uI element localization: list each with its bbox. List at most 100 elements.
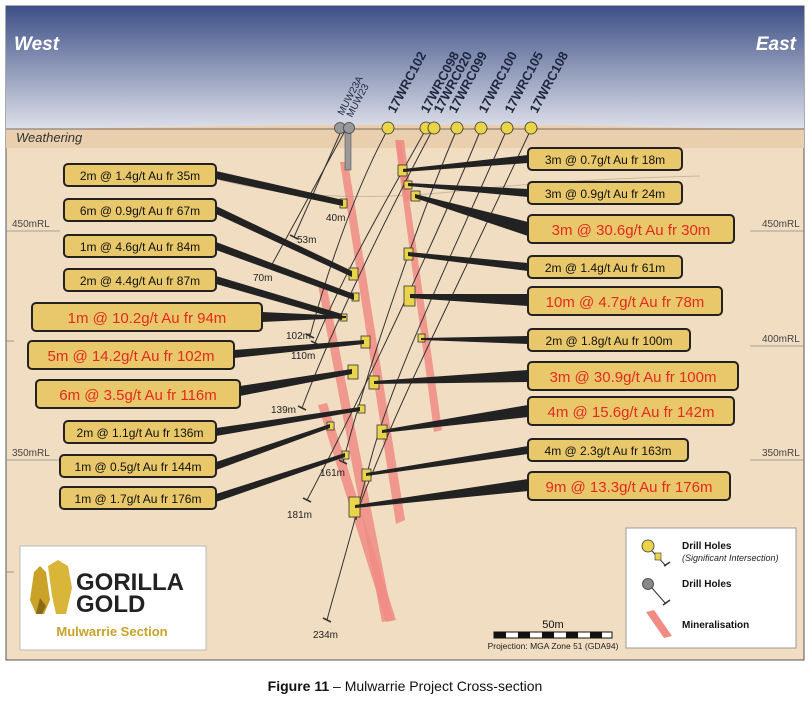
callout-box (527, 214, 735, 244)
collar-17wrc102 (381, 121, 395, 135)
east-label: East (756, 34, 797, 55)
leader-line (408, 183, 528, 197)
leader-line (408, 252, 528, 271)
callout-box (527, 328, 691, 352)
callout-right-8: 4m @ 15.6g/t Au fr 142m (527, 396, 735, 426)
leader-line (415, 194, 528, 236)
legend: Drill Holes (Significant Intersection) D… (625, 527, 797, 649)
leader-line (382, 405, 528, 433)
depth-label-40m: 40m (326, 213, 345, 224)
callout-box (63, 268, 217, 292)
callout-left-2: 6m @ 0.9g/t Au fr 67m (63, 198, 217, 222)
leader-line (216, 453, 345, 502)
legend-box (625, 527, 797, 649)
callout-box (63, 198, 217, 222)
figure-number: Figure 11 (267, 678, 330, 694)
leader-line (216, 242, 354, 300)
intercept-label: 3m @ 30.9g/t Au fr 100m (550, 369, 717, 386)
intercept-label: 10m @ 4.7g/t Au fr 78m (546, 294, 705, 311)
intercept-label: 9m @ 13.3g/t Au fr 176m (546, 479, 713, 496)
mineralisation-zone (395, 140, 442, 432)
legend-collar-grey-icon (642, 578, 654, 590)
callout-right-5: 10m @ 4.7g/t Au fr 78m (527, 286, 723, 316)
callout-left-4: 2m @ 4.4g/t Au fr 87m (63, 268, 217, 292)
legend-drill-holes-sig: Drill Holes (682, 541, 732, 552)
logo-line-2: GOLD (76, 591, 145, 618)
legend-mineralisation: Mineralisation (682, 620, 749, 631)
intercept-label: 1m @ 4.6g/t Au fr 84m (80, 240, 200, 254)
drill-trace-muw23a (293, 128, 343, 238)
intercept-label: 6m @ 0.9g/t Au fr 67m (80, 204, 200, 218)
leader-line (410, 294, 528, 306)
callout-box (527, 181, 683, 205)
intercept-label: 2m @ 1.1g/t Au fr 136m (77, 426, 204, 440)
callout-box (35, 379, 241, 409)
callout-left-9: 1m @ 0.5g/t Au fr 144m (59, 454, 217, 478)
intercept-label: 2m @ 1.4g/t Au fr 61m (545, 261, 665, 275)
collar-17wrc100 (474, 121, 488, 135)
rl-label-450-right: 450mRL (762, 219, 800, 230)
leader-line (403, 155, 528, 172)
callout-right-9: 4m @ 2.3g/t Au fr 163m (527, 438, 689, 462)
callout-right-2: 3m @ 0.9g/t Au fr 24m (527, 181, 683, 205)
figure-caption: Figure 11 – Mulwarrie Project Cross-sect… (0, 678, 810, 694)
drill-trace-17wrc020 (301, 128, 434, 409)
callout-box (527, 147, 683, 171)
callout-box (63, 163, 217, 187)
left-callouts: 2m @ 1.4g/t Au fr 35m 6m @ 0.9g/t Au fr … (27, 163, 263, 510)
leader-line (234, 340, 364, 358)
depth-label-234m: 234m (313, 630, 338, 641)
intercept-label: 3m @ 0.9g/t Au fr 24m (545, 187, 665, 201)
callout-left-8: 2m @ 1.1g/t Au fr 136m (63, 420, 217, 444)
callout-box (63, 420, 217, 444)
callout-box (31, 302, 263, 332)
leader-line (216, 407, 360, 436)
callout-box (527, 255, 683, 279)
legend-drill-holes: Drill Holes (682, 579, 732, 590)
right-callouts: 3m @ 0.7g/t Au fr 18m 3m @ 0.9g/t Au fr … (527, 147, 739, 501)
rl-axis-right: 450mRL 400mRL 350mRL (750, 219, 804, 461)
depth-label-70m: 70m (253, 273, 272, 284)
callout-left-6: 5m @ 14.2g/t Au fr 102m (27, 340, 235, 370)
callout-box (527, 361, 739, 391)
drill-trace-17wrc100 (306, 128, 482, 501)
legend-intersection-icon (654, 552, 662, 561)
depth-label-161m: 161m (320, 468, 345, 479)
intercept-label: 4m @ 15.6g/t Au fr 142m (548, 404, 715, 421)
leader-line (216, 424, 330, 470)
leader-line (355, 479, 528, 508)
callout-left-7: 6m @ 3.5g/t Au fr 116m (35, 379, 241, 409)
leader-line (240, 369, 352, 396)
depth-label-53m: 53m (297, 235, 316, 246)
collar-17wrc108 (524, 121, 538, 135)
callout-left-3: 1m @ 4.6g/t Au fr 84m (63, 234, 217, 258)
leader-line (374, 370, 528, 384)
callout-right-10: 9m @ 13.3g/t Au fr 176m (527, 471, 731, 501)
intercept-label: 2m @ 1.4g/t Au fr 35m (80, 169, 200, 183)
scale-bar-label: 50m (542, 619, 563, 631)
collar-muw23 (343, 122, 355, 134)
logo-box (19, 545, 207, 651)
depth-label-110m: 110m (291, 351, 315, 362)
legend-collar-yellow-icon (641, 539, 655, 553)
depth-label-102m: 102m (286, 331, 311, 342)
callout-right-4: 2m @ 1.4g/t Au fr 61m (527, 255, 683, 279)
rl-label-400-right: 400mRL (762, 334, 800, 345)
leader-lines (216, 155, 528, 508)
callout-left-5: 1m @ 10.2g/t Au fr 94m (31, 302, 263, 332)
callout-right-3: 3m @ 30.6g/t Au fr 30m (527, 214, 735, 244)
intercept-label: 3m @ 30.6g/t Au fr 30m (552, 222, 711, 239)
callout-box (527, 438, 689, 462)
callout-box (59, 454, 217, 478)
scale-bar-projection: Projection: MGA Zone 51 (GDA94) (488, 641, 619, 651)
collar-17wrc099 (450, 121, 464, 135)
callout-box (527, 471, 731, 501)
scale-bar: 50m Projection: MGA Zone 51 (GDA94) (488, 619, 619, 651)
collars (381, 121, 538, 135)
leader-line (216, 171, 343, 206)
callout-box (59, 486, 217, 510)
leader-line (216, 206, 352, 277)
rl-axis-left: 450mRL 350mRL (6, 219, 60, 573)
figure-title: – Mulwarrie Project Cross-section (329, 678, 543, 694)
